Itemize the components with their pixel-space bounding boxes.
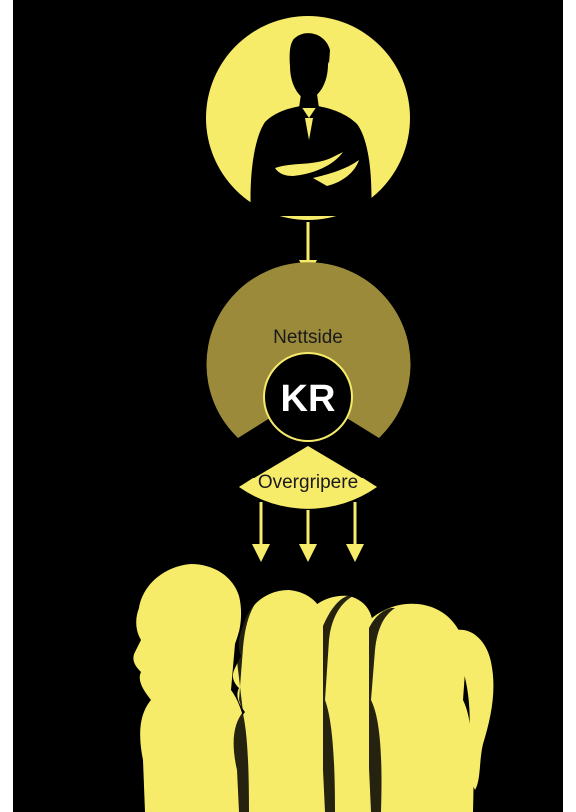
arrows-abusers-to-victims [252, 502, 364, 562]
top-person-node [206, 16, 410, 220]
core-node-label: KR [281, 378, 336, 420]
arrow-center [299, 510, 317, 562]
arrow-right [346, 502, 364, 562]
arrow-left [252, 502, 270, 562]
profile-silhouette-4 [350, 603, 474, 812]
website-node: Nettside [206, 262, 411, 438]
core-node: KR [263, 352, 353, 442]
group-of-profile-silhouettes-icon [133, 564, 494, 812]
website-node-shape [206, 262, 411, 438]
profile-silhouette-1 [133, 564, 252, 812]
website-node-label: Nettside [273, 327, 343, 348]
core-node-ring [263, 352, 353, 442]
profile-separators [233, 592, 395, 812]
arm-highlights [275, 118, 359, 186]
flow-diagram: Nettside KR Overgripere [133, 16, 494, 812]
abusers-node-shape-fill [239, 478, 377, 487]
person-arms-crossed-silhouette-icon [250, 33, 372, 216]
abusers-node-label: Overgripere [258, 472, 358, 493]
diagram-canvas: Nettside KR Overgripere [13, 0, 563, 812]
abusers-node-shape [239, 446, 377, 509]
ponytail-shape [457, 629, 494, 790]
abusers-node: Overgripere [239, 446, 377, 509]
